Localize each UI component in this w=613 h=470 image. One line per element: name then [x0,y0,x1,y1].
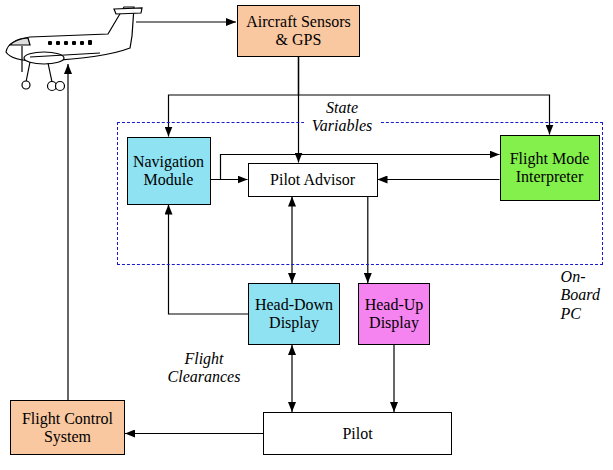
sensor-feed-line [136,21,236,22]
computer-boundary: On-Board PCNavigation ModulePilot Adviso… [117,122,603,265]
box-label: Pilot [342,425,372,443]
sensor-box: Aircraft Sensors & GPS [237,5,360,57]
connector-arrow [393,345,394,412]
box-label: Flight Control System [15,410,120,445]
actor-box: Pilot [263,412,452,455]
box-label: Navigation Module [132,153,206,188]
process-box: Flight Mode Interpreter [500,135,600,201]
airplane-windows [48,40,92,45]
region-label: On-Board PC [561,268,600,323]
display-box: Head-Up Display [358,283,430,345]
box-label: Head-Down Display [253,296,335,331]
edge-label: Flight Clearances [160,350,248,387]
airplane [6,7,142,91]
edge-label: State Variables [304,99,380,136]
connector-arrow [169,57,299,137]
connector-arrow [291,345,292,412]
connector-arrow [125,433,263,434]
process-box: Pilot Advisor [248,163,378,197]
box-label: Head-Up Display [363,296,425,331]
display-box: Head-Down Display [248,283,340,345]
box-label: Pilot Advisor [270,171,355,189]
process-box: Navigation Module [127,137,211,205]
control-feed-line [67,64,68,400]
system-box: Flight Control System [10,400,125,455]
connector-arrow [378,179,500,180]
connector-arrow [367,197,368,284]
connector-arrow [169,205,249,315]
box-label: Flight Mode Interpreter [505,150,595,185]
connector-arrow [291,197,292,284]
box-label: Aircraft Sensors & GPS [242,13,355,48]
